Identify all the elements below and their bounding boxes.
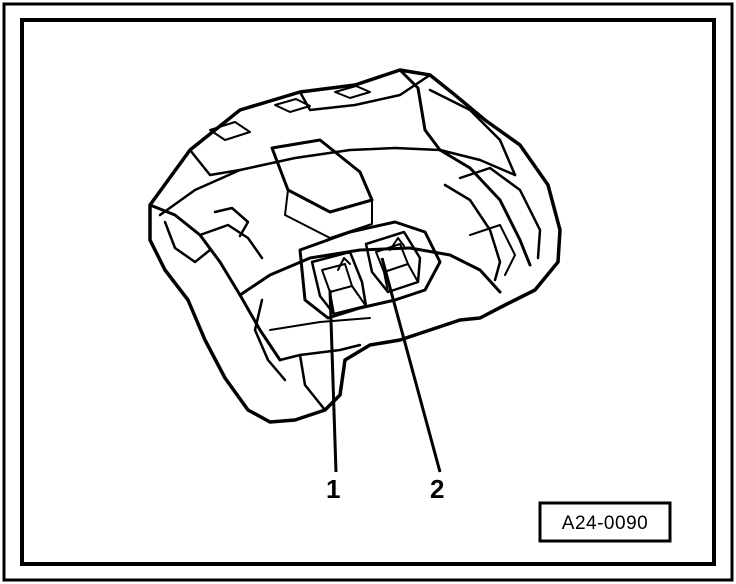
terminal-2 [364, 230, 422, 294]
reference-code-box [538, 501, 672, 543]
inner-border [20, 18, 716, 566]
leader-line-2 [380, 257, 442, 473]
callout-label-2: 2 [430, 474, 444, 504]
terminal-1 [310, 250, 368, 316]
leader-line-1 [328, 289, 338, 473]
connector-housing [148, 68, 562, 424]
reference-code: A24-0090 [562, 513, 648, 534]
callout-label-1: 1 [326, 474, 340, 504]
